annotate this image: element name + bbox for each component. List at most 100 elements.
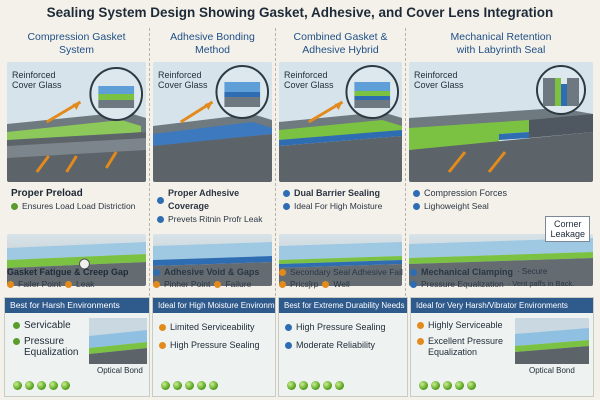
rating-dot-1	[287, 381, 296, 390]
bullet-icon	[283, 190, 290, 197]
corner-leakage-callout: Corner Leakage	[545, 216, 590, 242]
failure-mode-illustration	[153, 234, 272, 286]
summary-card-mechanical: Ideal for Very Harsh/Vibrator Environmen…	[410, 297, 594, 397]
rating-dot-4	[49, 381, 58, 390]
column-header: Adhesive Bonding Method	[170, 31, 255, 56]
summary-item: Moderate Reliability	[285, 340, 375, 351]
cover-glass-label: Reinforced Cover Glass	[414, 70, 464, 90]
rating-dots	[161, 381, 218, 390]
summary-header: Ideal for High Moisture Environments	[153, 298, 275, 313]
summary-header: Ideal for Very Harsh/Vibrator Environmen…	[411, 298, 593, 313]
column-adhesive-bonding: Adhesive Bonding Method Reinforced Cover…	[150, 28, 276, 296]
summary-card-compression: Best for Harsh Environments Servicable P…	[4, 297, 150, 397]
bullet-icon	[13, 338, 20, 345]
benefit-note: Compression Forces	[413, 187, 589, 200]
benefit-subnote: Ensures Load Load Distriction	[11, 200, 142, 213]
failure-notes-col3: Secondary Seal Adhesive Fail Pricsĵrp We…	[279, 266, 407, 290]
warning-dot-icon	[214, 280, 222, 288]
warning-dot-icon	[153, 280, 160, 288]
rating-dot-4	[455, 381, 464, 390]
rating-dot-5	[467, 381, 476, 390]
column-notes: Proper Preload Ensures Load Load Distric…	[7, 184, 146, 232]
failure-mode-illustration	[409, 234, 593, 286]
summary-row: Best for Harsh Environments Servicable P…	[4, 297, 596, 397]
warning-dot-icon	[7, 280, 14, 288]
bullet-icon	[285, 342, 292, 349]
benefit-subnote: Lighoweight Seal	[413, 200, 589, 213]
rating-dot-3	[311, 381, 320, 390]
rating-dot-5	[61, 381, 70, 390]
benefit-subnote: Ideal For High Moisture	[283, 200, 398, 213]
rating-dot-5	[335, 381, 344, 390]
column-header: Combined Gasket & Adhesive Hybrid	[293, 31, 388, 56]
benefit-note: Dual Barrier Sealing	[283, 187, 398, 200]
column-mechanical-retention: Mechanical Retention with Labyrinth Seal	[406, 28, 596, 296]
failure-mode-illustration	[279, 234, 402, 286]
bullet-icon	[410, 280, 417, 288]
design-columns: Compression Gasket System Re	[4, 28, 596, 296]
bullet-icon	[159, 324, 166, 331]
diagram-title: Sealing System Design Showing Gasket, Ad…	[46, 5, 554, 20]
summary-item: Pressure Equalization	[13, 336, 78, 358]
bullet-icon	[410, 268, 417, 276]
rating-dots	[13, 381, 70, 390]
rating-dot-1	[419, 381, 428, 390]
column-hybrid: Combined Gasket & Adhesive Hybrid Reinfo…	[276, 28, 406, 296]
optical-bond-illustration	[515, 318, 589, 364]
failure-notes-col1: Gasket Fatigue & Creep Gap Failer Point …	[7, 267, 129, 289]
rating-dot-2	[431, 381, 440, 390]
optical-bond-label: Optical Bond	[529, 366, 575, 375]
bullet-icon	[11, 203, 18, 210]
benefit-subnote: Prevets Ritnin Profr Leak	[157, 213, 268, 226]
rating-dots	[287, 381, 344, 390]
warning-dot-icon	[322, 280, 330, 288]
bullet-icon	[417, 322, 424, 329]
cover-glass-label: Reinforced Cover Glass	[158, 70, 208, 90]
summary-item: Limited Serviceability	[159, 322, 255, 333]
rating-dot-4	[323, 381, 332, 390]
warning-dot-icon	[279, 280, 286, 288]
optical-bond-label: Optical Bond	[97, 366, 143, 375]
column-header: Compression Gasket System	[27, 31, 126, 56]
bullet-icon	[13, 322, 20, 329]
benefit-note: Proper Adhesive Coverage	[157, 187, 268, 213]
rating-dot-1	[13, 381, 22, 390]
cover-glass-label: Reinforced Cover Glass	[284, 70, 334, 90]
summary-header: Best for Harsh Environments	[5, 298, 149, 313]
cover-glass-label: Reinforced Cover Glass	[12, 70, 62, 90]
hybrid-cross-section-illustration	[279, 62, 402, 182]
warning-dot-icon	[65, 280, 72, 288]
benefit-note: Proper Preload	[11, 188, 83, 199]
column-compression-gasket: Compression Gasket System Re	[4, 28, 150, 296]
summary-item: Excellent Pressure Equalization	[417, 336, 503, 358]
bullet-icon	[413, 203, 420, 210]
summary-item: Highly Serviceable	[417, 320, 503, 331]
bullet-icon	[159, 342, 166, 349]
rating-dot-3	[185, 381, 194, 390]
rating-dot-4	[197, 381, 206, 390]
labyrinth-cross-section-illustration	[409, 62, 593, 182]
summary-item: High Pressure Sealing	[285, 322, 386, 333]
rating-dot-5	[209, 381, 218, 390]
bullet-icon	[153, 268, 160, 276]
rating-dot-1	[161, 381, 170, 390]
summary-header: Best for Extreme Durability Needs	[279, 298, 407, 313]
gasket-cross-section-illustration	[7, 62, 146, 182]
summary-item: High Pressure Sealing	[159, 340, 260, 351]
bullet-icon	[283, 203, 290, 210]
optical-bond-illustration	[89, 318, 147, 364]
rating-dot-2	[299, 381, 308, 390]
rating-dot-3	[443, 381, 452, 390]
column-header: Mechanical Retention with Labyrinth Seal	[450, 31, 552, 56]
rating-dot-2	[173, 381, 182, 390]
bullet-icon	[285, 324, 292, 331]
failure-notes-col4: Mechanical Clamping · Secure Pressure Eq…	[410, 266, 596, 290]
bullet-icon	[157, 196, 164, 204]
bullet-icon	[157, 216, 164, 223]
summary-item: Servicable	[13, 320, 71, 331]
adhesive-cross-section-illustration	[153, 62, 272, 182]
bullet-icon	[413, 190, 420, 197]
rating-dots	[419, 381, 476, 390]
summary-card-hybrid: Best for Extreme Durability Needs High P…	[278, 297, 408, 397]
rating-dot-3	[37, 381, 46, 390]
